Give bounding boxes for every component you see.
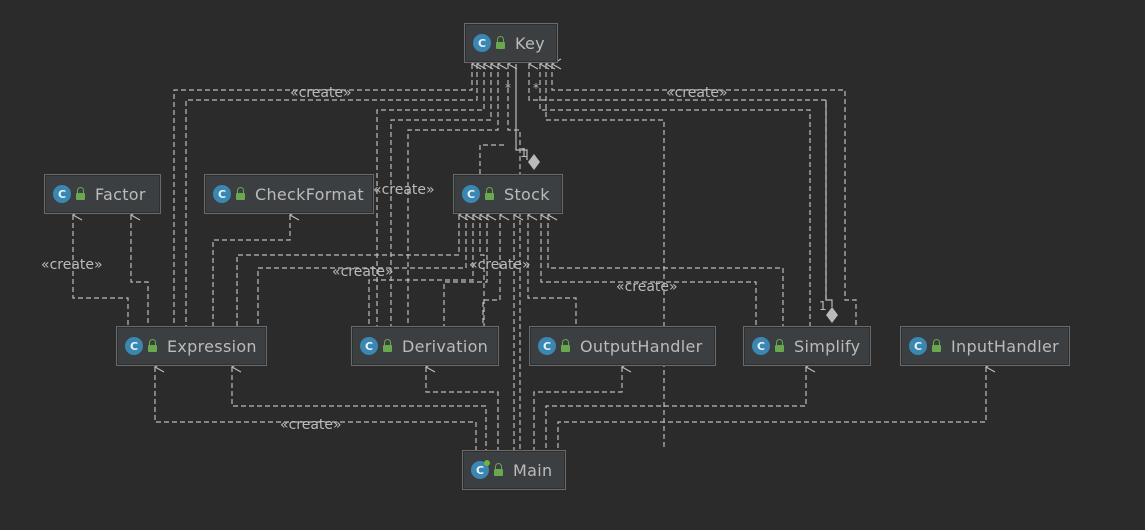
composition-diamond (528, 154, 540, 170)
dependency-edge (533, 367, 622, 450)
create-label: «create» (373, 182, 435, 198)
lock-icon (496, 35, 505, 49)
class-node-derivation[interactable]: C Derivation (351, 326, 499, 366)
class-icon: C (462, 185, 480, 203)
dependency-edge (557, 367, 986, 450)
class-name: OutputHandler (580, 336, 703, 356)
class-name: Key (515, 33, 545, 53)
dependency-edge (236, 215, 459, 326)
lock-icon (148, 338, 157, 352)
multiplicity-label: * (505, 81, 511, 95)
class-node-main[interactable]: C Main (462, 450, 566, 490)
dependency-edge (407, 64, 498, 326)
dependency-edge (528, 215, 577, 326)
multiplicity-label: 1 (520, 146, 528, 160)
lock-icon (485, 186, 494, 200)
class-node-outputhandler[interactable]: C OutputHandler (529, 326, 716, 366)
class-name: Stock (504, 184, 550, 204)
class-icon: C (538, 337, 556, 355)
class-name: Simplify (794, 336, 861, 356)
dependency-edge (508, 64, 521, 450)
main-class-icon: C (471, 460, 490, 479)
dependency-edge (173, 64, 472, 326)
dependency-edge (232, 367, 487, 450)
dependency-edge (443, 215, 487, 326)
class-icon: C (360, 337, 378, 355)
class-node-simplify[interactable]: C Simplify (743, 326, 871, 366)
dependency-edge (212, 215, 290, 326)
class-name: InputHandler (951, 336, 1060, 356)
lock-icon (561, 338, 570, 352)
class-icon: C (125, 337, 143, 355)
dependency-edge (131, 215, 149, 326)
dependency-edge (479, 144, 506, 174)
class-node-stock[interactable]: C Stock (453, 174, 563, 214)
dependency-edge (480, 215, 484, 326)
class-icon: C (53, 185, 71, 203)
dependency-edge (482, 215, 500, 326)
create-label: «create» (290, 85, 352, 101)
multiplicity-label: * (533, 81, 539, 95)
multiplicity-label: 1 (819, 299, 827, 313)
class-icon: C (473, 34, 491, 52)
class-node-key[interactable]: C Key (464, 23, 558, 63)
class-name: Expression (167, 336, 257, 356)
lock-icon (775, 338, 784, 352)
lock-icon (932, 338, 941, 352)
dependency-edge (426, 367, 499, 450)
create-label: «create» (332, 264, 394, 280)
class-icon: C (213, 185, 231, 203)
class-node-inputhandler[interactable]: C InputHandler (900, 326, 1070, 366)
dependency-edge (185, 64, 477, 326)
dependency-edge (541, 215, 757, 326)
create-label: «create» (469, 257, 531, 273)
composition-edge (515, 64, 528, 160)
lock-icon (236, 186, 245, 200)
dependency-edge (540, 64, 811, 326)
composition-edge (825, 100, 833, 307)
class-icon: C (909, 337, 927, 355)
dependency-edge (257, 215, 466, 326)
dependency-edge (390, 64, 491, 326)
lock-icon (383, 338, 392, 352)
create-label: «create» (616, 279, 678, 295)
dependency-edge (368, 215, 473, 326)
create-label: «create» (280, 417, 342, 433)
dependency-edge (376, 64, 484, 326)
class-icon: C (752, 337, 770, 355)
class-name: CheckFormat (255, 184, 364, 204)
composition-diamond (826, 307, 838, 323)
class-name: Derivation (402, 336, 489, 356)
class-node-expression[interactable]: C Expression (116, 326, 267, 366)
lock-icon (494, 462, 503, 476)
class-node-factor[interactable]: C Factor (44, 174, 161, 214)
create-label: «create» (41, 257, 103, 273)
dependency-edge (155, 367, 477, 450)
dependency-edge (545, 367, 806, 450)
dependency-edge (548, 215, 784, 326)
class-name: Factor (95, 184, 146, 204)
class-node-checkformat[interactable]: C CheckFormat (204, 174, 374, 214)
create-label: «create» (666, 85, 728, 101)
dependency-edge (546, 64, 665, 450)
class-name: Main (513, 460, 553, 480)
lock-icon (76, 186, 85, 200)
dependency-edge (73, 215, 129, 326)
dependency-edge (552, 64, 857, 326)
